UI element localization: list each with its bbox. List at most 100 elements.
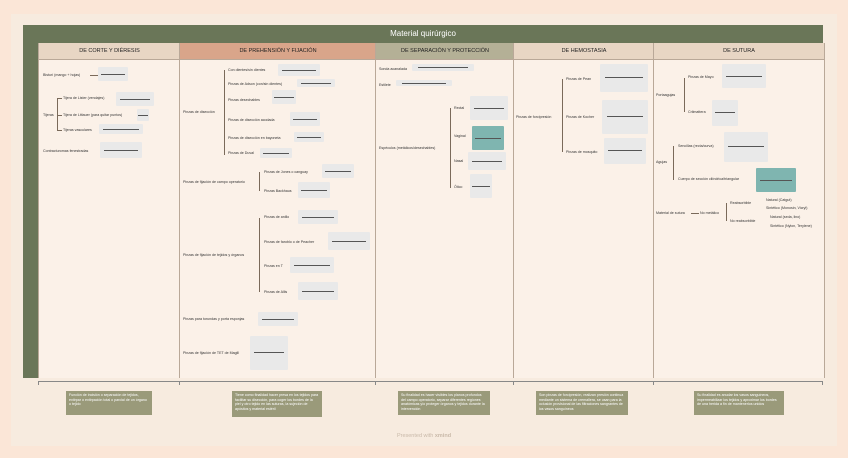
node-crilmattera[interactable]: Crilmattera — [688, 110, 706, 114]
node-mayo[interactable]: Pinzas de Mayo — [688, 75, 714, 79]
desechables-image — [272, 90, 296, 104]
note-corte: Función de incisión o separación de teji… — [66, 391, 152, 415]
acodada-image — [290, 112, 320, 126]
node-tijeras-vasculares[interactable]: Tijeras vasculares — [63, 128, 92, 132]
column-header-separacion: DE SEPARACIÓN Y PROTECCIÓN — [376, 43, 514, 60]
node-bayoneta[interactable]: Pinzas de disección en bayoneta — [228, 136, 281, 140]
node-vaginal[interactable]: Vaginal — [454, 134, 466, 138]
column-header-hemostasia: DE HEMOSTASIA — [514, 43, 654, 60]
pean-image — [600, 64, 648, 92]
bayoneta-image — [294, 132, 324, 142]
note-separacion: Su finalidad es hacer visibles los plano… — [398, 391, 490, 415]
node-allis[interactable]: Pinzas de Allis — [264, 290, 288, 294]
node-tijeras[interactable]: Tijeras — [43, 113, 54, 117]
node-no-reabsorbible[interactable]: No reabsorbible — [730, 219, 756, 223]
node-pinzas-diseccion[interactable]: Pinzas de disección — [183, 110, 215, 114]
node-bisturi[interactable]: Bisturí (mango + hojas) — [43, 73, 81, 77]
tijeras-vasculares-image — [99, 124, 143, 134]
node-con-dientes[interactable]: Con dientes/sin dientes — [228, 68, 266, 72]
column-corte: DE CORTE Y DIÉRESIS — [38, 43, 181, 378]
node-torundas[interactable]: Pinzas para torundas y porta esponjas — [183, 317, 245, 321]
nasal-image — [468, 152, 506, 170]
kocher-image — [602, 100, 648, 134]
node-anillo[interactable]: Pinzas de anillo — [264, 215, 290, 219]
node-magill[interactable]: Pinzas de fijación de TET de Magill — [183, 351, 239, 355]
node-tijera-lister[interactable]: Tijera de Lister (vendajes) — [63, 96, 105, 100]
node-estilete[interactable]: Estilete — [379, 83, 391, 87]
node-cuerpo[interactable]: Cuerpo de sección cilíndrica/triangular — [678, 177, 740, 181]
node-kocher[interactable]: Pinzas de Kocher — [566, 115, 595, 119]
node-pean[interactable]: Pinzas de Pean — [566, 77, 592, 81]
faroblo-image — [328, 232, 370, 250]
contracturomas-image — [100, 142, 142, 158]
mosquito-image — [604, 138, 646, 164]
column-header-sutura: DE SUTURA — [654, 43, 824, 60]
node-mosquito[interactable]: Pinzas de mosquito — [566, 150, 598, 154]
footer-brand[interactable]: xmind — [434, 433, 452, 439]
node-sonda[interactable]: Sonda acanalada — [379, 67, 407, 71]
node-adson[interactable]: Pinzas de Adson (con/sin dientes) — [228, 82, 283, 86]
duval-image — [260, 148, 292, 158]
node-faroblo[interactable]: Pinzas de faroblo o de Peacher — [264, 240, 315, 244]
tijera-littauer-image — [137, 109, 149, 121]
allis-image — [298, 282, 338, 300]
map-title: Material quirúrgico — [23, 25, 823, 43]
column-hemostasia: DE HEMOSTASIA — [513, 43, 655, 378]
node-desechables[interactable]: Pinzas desechables — [228, 98, 260, 102]
sonda-image — [412, 64, 474, 71]
torundas-image — [258, 312, 298, 326]
magill-image — [250, 336, 288, 370]
node-jones[interactable]: Pinzas de Jones o canguay — [264, 170, 308, 174]
node-tejidos[interactable]: Pinzas de fijación de tejidos y órganos — [183, 253, 245, 257]
node-otico[interactable]: Ótico — [454, 185, 463, 189]
note-prehension: Tiene como finalidad hacer presa en los … — [232, 391, 322, 417]
node-natural-catgut[interactable]: Natural (Catgut) — [766, 198, 792, 202]
node-nasal[interactable]: Nasal — [454, 159, 464, 163]
node-sintetico-1[interactable]: Sintético (Monosin, Vicryl) — [766, 206, 808, 210]
tijera-lister-image — [116, 92, 154, 106]
node-natural-seda[interactable]: Natural (seda, lino) — [770, 215, 801, 219]
adson-image — [297, 79, 335, 87]
con-dientes-image — [278, 64, 320, 76]
node-rectal[interactable]: Rectal — [454, 106, 465, 110]
note-hemostasia: Son pinzas de forcipresión, realizan pre… — [536, 391, 628, 415]
footer-text: Presented with — [396, 433, 434, 439]
anillo-image — [298, 210, 338, 224]
node-en-t[interactable]: Pinzas en T — [264, 264, 283, 268]
jones-image — [322, 164, 354, 178]
node-sintetico-2[interactable]: Sintético (Nylon, Terylene) — [770, 224, 812, 228]
column-separacion: DE SEPARACIÓN Y PROTECCIÓN — [375, 43, 515, 378]
sencillas-image — [724, 132, 768, 162]
otico-image — [470, 174, 492, 198]
node-sencillas[interactable]: Sencillas (recta/curva) — [678, 144, 714, 148]
node-portaagujas[interactable]: Portaagujas — [656, 93, 676, 97]
node-forcipresion[interactable]: Pinzas de forcipresión — [516, 115, 552, 119]
column-sutura: DE SUTURA — [653, 43, 825, 378]
backhaus-image — [298, 182, 330, 198]
estilete-image — [396, 80, 452, 86]
crilmattera-image — [712, 100, 738, 126]
node-contracturomas[interactable]: Contracturomas fenestradas — [43, 149, 89, 153]
node-reabsorbible[interactable]: Reabsorbible — [730, 201, 752, 205]
node-campo[interactable]: Pinzas de fijación de campo operatorio — [183, 180, 245, 184]
vaginal-image — [472, 126, 504, 150]
node-agujas[interactable]: Agujas — [656, 160, 667, 164]
en-t-image — [290, 257, 334, 273]
mayo-image — [722, 64, 766, 88]
node-duval[interactable]: Pinzas de Duval — [228, 151, 254, 155]
node-material[interactable]: Material de sutura — [656, 211, 685, 215]
node-backhaus[interactable]: Pinzas Backhaus — [264, 189, 292, 193]
cuerpo-image — [756, 168, 796, 192]
bisturi-image — [98, 67, 128, 81]
node-especulos[interactable]: Espéculos (metálicos/desechables) — [379, 146, 436, 150]
column-header-corte: DE CORTE Y DIÉRESIS — [39, 43, 180, 60]
footer: Presented with xmind — [0, 433, 848, 439]
left-bar — [23, 43, 38, 378]
node-no-metalico[interactable]: No metálico — [700, 211, 719, 215]
note-sutura: Su finalidad es anudar los vasos sanguín… — [694, 391, 784, 415]
column-header-prehension: DE PREHENSIÓN Y FIJACIÓN — [180, 43, 376, 60]
bottom-axis — [38, 381, 823, 382]
rectal-image — [470, 96, 508, 120]
node-tijera-littauer[interactable]: Tijera de Littauer (para quitar puntos) — [63, 113, 123, 117]
node-acodada[interactable]: Pinzas de disección acodada — [228, 118, 275, 122]
